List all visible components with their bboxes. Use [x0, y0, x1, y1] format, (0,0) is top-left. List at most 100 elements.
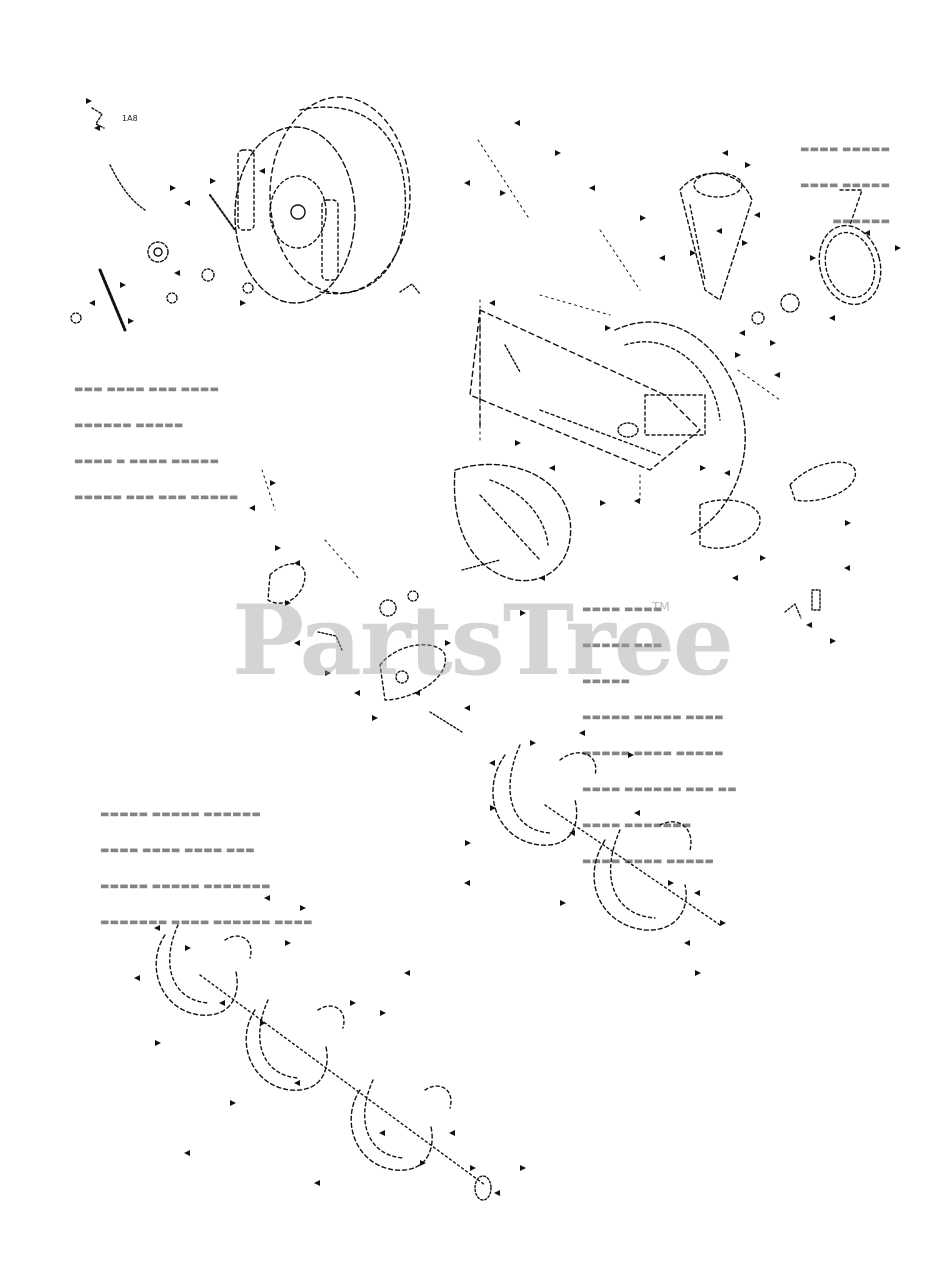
callout-arrow — [294, 640, 300, 646]
callout-arrow — [354, 690, 360, 696]
callout-arrow — [210, 178, 216, 184]
callout-arrow — [350, 1000, 356, 1006]
callout-arrow — [770, 340, 776, 346]
callout-arrow — [720, 920, 726, 926]
callout-arrow — [895, 245, 901, 251]
callout-arrow — [600, 500, 606, 506]
callout-arrow — [489, 300, 495, 306]
callout-arrow — [240, 300, 246, 306]
callout-arrow — [628, 752, 634, 758]
callout-arrow — [270, 480, 276, 486]
callout-arrow — [185, 945, 191, 951]
callout-arrow — [722, 150, 728, 156]
side-plate — [267, 563, 463, 733]
callout-arrow — [555, 150, 561, 156]
callout-arrow — [155, 1040, 161, 1046]
callout-arrow — [716, 228, 722, 234]
note-block-lower-left: ▬▬▬▬▬ ▬▬▬▬▬ ▬▬▬▬▬▬ ▬▬▬▬ ▬▬▬▬ ▬▬▬▬ ▬▬▬ ▬▬… — [100, 809, 313, 928]
callout-arrow — [605, 325, 611, 331]
auger-flight-lower-left — [155, 924, 492, 1201]
callout-arrow — [170, 185, 176, 191]
note-block-upper-right: ▬▬▬▬ ▬▬▬▬▬ ▬▬▬▬ ▬▬▬▬▬ ▬▬▬▬▬▬ — [800, 144, 891, 227]
callout-arrow — [372, 715, 378, 721]
callout-arrow — [579, 730, 585, 736]
callout-arrow — [275, 545, 281, 551]
hub-hardware — [70, 107, 421, 332]
callout-arrow — [829, 315, 835, 321]
callout-arrow — [174, 270, 180, 276]
callout-arrow — [694, 890, 700, 896]
callout-arrow — [464, 180, 470, 186]
callout-arrow — [94, 125, 100, 131]
callout-arrow — [634, 498, 640, 504]
callout-arrow — [414, 690, 420, 696]
auger-housing — [469, 309, 746, 536]
callout-arrow — [560, 900, 566, 906]
watermark: PartsTree — [232, 584, 734, 697]
callout-arrow — [120, 282, 126, 288]
callout-arrow — [470, 1165, 476, 1171]
callout-arrow — [464, 705, 470, 711]
tag-label: 1A8 — [122, 114, 138, 123]
callout-arrow — [489, 760, 495, 766]
callout-arrow — [184, 1150, 190, 1156]
callout-arrow — [760, 555, 766, 561]
callout-arrow — [668, 880, 674, 886]
callout-arrow — [745, 162, 751, 168]
note-block-center-right: ▬▬▬▬ ▬▬▬▬ ▬▬▬▬▬ ▬▬▬ ▬▬▬▬▬ ▬▬▬▬▬ ▬▬▬▬▬ ▬▬… — [582, 604, 737, 867]
callout-arrow — [589, 185, 595, 191]
callout-arrow — [806, 622, 812, 628]
callout-arrow — [184, 200, 190, 206]
callout-arrow — [520, 1165, 526, 1171]
callout-arrow — [260, 1020, 266, 1026]
callout-arrow — [86, 98, 92, 104]
auger-flight-upper-right — [492, 744, 721, 931]
callout-arrow — [449, 1130, 455, 1136]
callout-arrow — [380, 1010, 386, 1016]
callout-arrow — [520, 610, 526, 616]
callout-arrow — [259, 168, 265, 174]
callout-arrow — [754, 212, 760, 218]
callout-arrow — [684, 940, 690, 946]
callout-arrow — [695, 970, 701, 976]
drive-belt — [751, 189, 882, 325]
callout-arrow — [569, 830, 575, 836]
callout-arrow — [445, 640, 451, 646]
callout-arrow — [134, 975, 140, 981]
callout-arrow — [294, 1080, 300, 1086]
callout-arrow — [490, 805, 496, 811]
callout-arrow — [735, 352, 741, 358]
callout-arrow — [700, 465, 706, 471]
callout-arrow — [659, 255, 665, 261]
callout-arrow — [379, 1130, 385, 1136]
callout-arrow — [219, 1000, 225, 1006]
callout-arrow — [128, 318, 134, 324]
wheel-tire-assembly — [234, 96, 411, 304]
callout-arrow — [264, 895, 270, 901]
callout-arrow — [325, 670, 331, 676]
callout-arrow — [500, 190, 506, 196]
callout-arrow — [844, 565, 850, 571]
belt-cover — [699, 461, 856, 619]
callout-arrow — [864, 230, 870, 236]
watermark-trademark: TM — [652, 600, 670, 614]
callout-arrow — [640, 215, 646, 221]
callout-arrow — [724, 470, 730, 476]
callout-arrow — [830, 638, 836, 644]
callout-arrow — [530, 740, 536, 746]
callout-arrow — [742, 240, 748, 246]
callout-arrow — [465, 840, 471, 846]
callout-arrow — [230, 1100, 236, 1106]
callout-arrow — [285, 940, 291, 946]
note-block-upper-left: ▬▬▬ ▬▬▬▬ ▬▬▬ ▬▬▬▬ ▬▬▬▬▬▬ ▬▬▬▬▬ ▬▬▬▬ ▬ ▬▬… — [74, 384, 239, 503]
callout-arrow — [845, 520, 851, 526]
callout-arrow — [494, 1190, 500, 1196]
callout-arrow — [774, 372, 780, 378]
callout-arrow — [285, 600, 291, 606]
callout-arrow — [634, 810, 640, 816]
callout-arrow — [690, 250, 696, 256]
discharge-chute — [679, 172, 753, 301]
callout-arrow — [89, 300, 95, 306]
